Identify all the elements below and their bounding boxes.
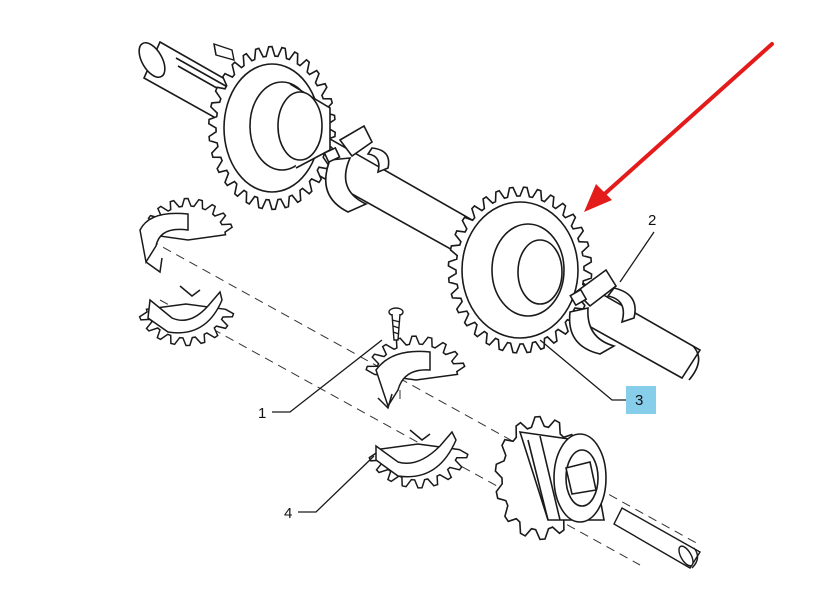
drum-sprocket-assembly [494, 415, 607, 541]
right-clamp-collar [568, 268, 636, 355]
split-sprocket-half-upper-left [139, 197, 234, 274]
callout-3: 3 [635, 392, 643, 409]
red-pointer-arrow [584, 42, 774, 212]
callout-4: 4 [284, 505, 292, 522]
left-sprocket [207, 45, 337, 211]
leader-lines [272, 231, 655, 513]
callout-3-highlight [626, 386, 656, 414]
screw [388, 307, 404, 341]
split-sprocket-half-part-1 [365, 335, 466, 410]
left-clamp-collar [323, 124, 390, 213]
shaft-key [213, 42, 235, 61]
callout-2: 2 [648, 212, 656, 229]
callout-1: 1 [258, 405, 266, 422]
split-sprocket-half-part-4 [368, 429, 469, 489]
lower-shaft [613, 507, 701, 569]
right-sprocket [447, 186, 593, 354]
split-sprocket-half-lower-left [138, 285, 235, 347]
